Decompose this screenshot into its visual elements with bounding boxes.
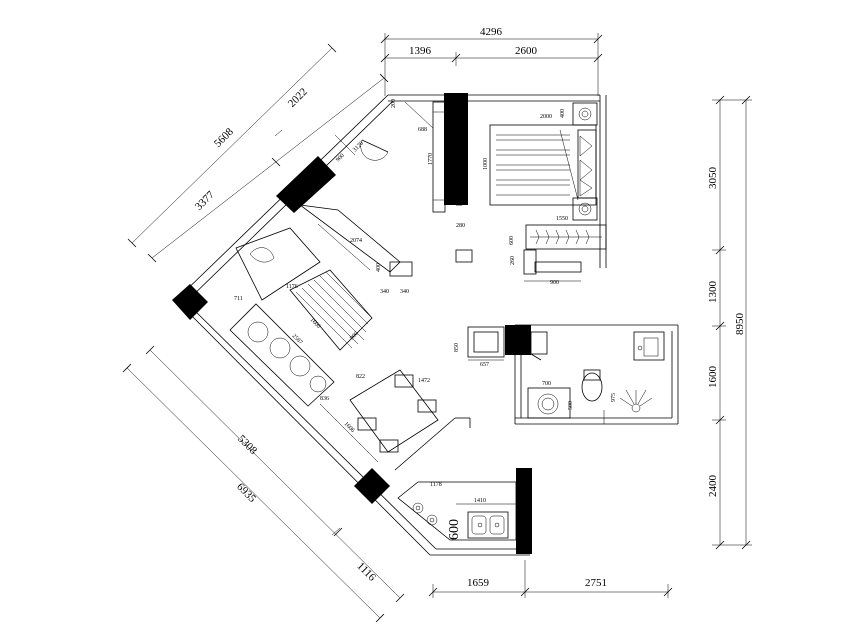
label-sofa-len: 2587: [291, 333, 304, 346]
label-sink-w: 1410: [474, 498, 486, 504]
nightstand-bottom: [572, 197, 598, 221]
sink-icon: [467, 511, 509, 539]
kitchen: 1178 1410 600: [397, 481, 517, 541]
dim-right-1: 3050: [707, 167, 719, 190]
label-desk-depth: 600: [509, 236, 515, 245]
label-bed-width: 2000: [540, 114, 552, 120]
fridge: 850 657: [454, 326, 505, 368]
bottom-dimension-chain: 1659 2751: [428, 560, 673, 598]
label-fridge-w: 657: [480, 362, 489, 368]
washing-machine: [633, 331, 665, 361]
dim-top-left: 1396: [409, 45, 432, 57]
label-table-c: 836: [320, 396, 329, 402]
label-desk-width: 900: [550, 280, 559, 286]
sofa-cushion: [309, 375, 327, 393]
shower-icon: [619, 389, 653, 413]
rug: [289, 269, 373, 351]
label-wardrobe: 1550: [556, 216, 568, 222]
armchair-cushion: [249, 247, 275, 263]
dim-right-3: 1600: [707, 366, 719, 389]
living-room: 2074 400 340 340 3126 900 1176 1600 2587…: [229, 134, 439, 463]
label-door-a: 200: [391, 99, 397, 108]
dining-table: [349, 369, 439, 453]
sofa-cushion: [247, 321, 269, 343]
stove-icon: [412, 502, 438, 526]
label-wc-d: 975: [611, 393, 617, 402]
exterior-walls: [175, 94, 679, 556]
dim-bottom-left: 1659: [467, 577, 490, 589]
label-closet-d: 280: [456, 223, 465, 229]
dim-ul-total: 5608: [212, 126, 236, 150]
label-shelf-a: 3126: [352, 141, 365, 154]
sofa-cushion: [289, 355, 311, 377]
armchair: [235, 227, 321, 301]
toilet: [581, 372, 603, 402]
label-table-b: 1472: [418, 378, 430, 384]
structural-columns: [172, 93, 532, 554]
label-table-a: 822: [356, 374, 365, 380]
bedroom: 688 1770 280 200 2000 400 1000 1550 60: [360, 99, 607, 286]
wardrobe: [525, 224, 607, 250]
sofa-cushion: [269, 337, 291, 359]
dim-right-2: 1300: [707, 281, 719, 304]
right-dimension-chain: 3050 1300 1600 2400 8950: [707, 95, 752, 550]
label-sofa-b: 1176: [286, 284, 298, 290]
kitchen-counter: [397, 481, 517, 541]
dim-top-right: 2600: [515, 45, 538, 57]
label-tv-a: 400: [376, 263, 382, 272]
headboard: [577, 129, 597, 199]
dim-right-total: 8950: [734, 313, 746, 336]
lamp-icon: [578, 107, 592, 121]
sofa: [229, 303, 335, 407]
label-tv-cab: 2074: [350, 238, 362, 244]
basin-cabinet: [527, 387, 571, 419]
label-shelf-b: 900: [335, 153, 346, 164]
label-tv-b: 340: [380, 289, 389, 295]
dim-bottom-right: 2751: [585, 577, 607, 589]
label-basin-w: 700: [542, 381, 551, 387]
nightstand-top: [572, 102, 598, 126]
dim-ll-total: 6935: [234, 481, 258, 505]
bedroom-door-swing: [360, 139, 389, 161]
bathroom: 700 500 975: [527, 331, 665, 424]
label-rug: 1600: [309, 317, 322, 330]
label-closet-w: 688: [418, 127, 427, 133]
top-dimension-chain: 4296 1396 2600: [380, 26, 603, 96]
dim-ul-a: 3377: [193, 189, 217, 213]
dim-ll-b: 1116: [354, 560, 378, 584]
label-closet-h: 1770: [428, 153, 434, 165]
basin-icon: [537, 393, 559, 415]
label-bench: 1606: [343, 421, 356, 434]
dim-right-4: 2400: [707, 475, 719, 498]
label-bed-height: 1000: [483, 158, 489, 170]
dim-ll-a: 5308: [235, 433, 259, 457]
upper-left-dimension-chain: 5608 3377 2022: [127, 43, 389, 263]
label-tv-c: 340: [400, 289, 409, 295]
label-counter-d: 600: [447, 519, 462, 540]
label-basin-d: 500: [568, 401, 574, 410]
desk: [534, 261, 582, 273]
dim-top-total: 4296: [480, 26, 503, 38]
label-desk-side: 260: [510, 256, 516, 265]
label-sofa-a: 711: [234, 296, 243, 302]
label-rug-d: 900: [349, 331, 360, 342]
lamp-icon: [578, 202, 592, 216]
label-fridge-h: 850: [454, 343, 460, 352]
label-counter: 1178: [430, 482, 442, 488]
label-nightstand: 400: [560, 109, 566, 118]
